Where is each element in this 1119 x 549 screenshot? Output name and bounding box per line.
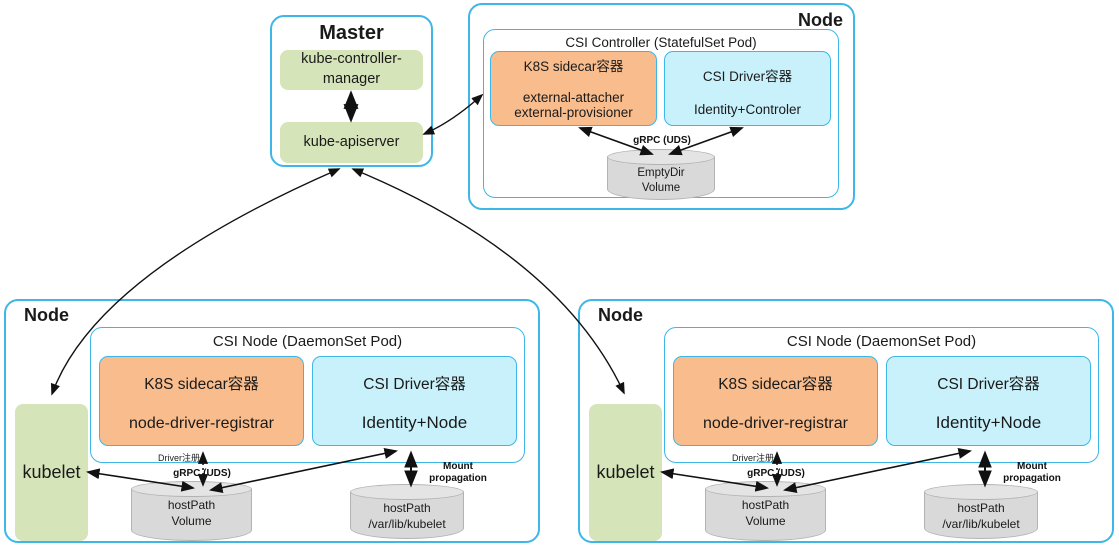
identity-controller-label: Identity+Controler	[694, 102, 801, 117]
emptydir-volume-cylinder: EmptyDir Volume	[607, 149, 715, 200]
controller-driver-box: CSI Driver容器 Identity+Controler	[664, 51, 831, 126]
grpc-uds-label-right: gRPC (UDS)	[747, 468, 805, 479]
hostpath-kubelet-cylinder-right: hostPath /var/lib/kubelet	[924, 484, 1038, 539]
controller-driver-title: CSI Driver容器	[702, 69, 793, 84]
grpc-uds-label-left: gRPC (UDS)	[173, 468, 231, 479]
node-driver-registrar-label-right: node-driver-registrar	[703, 415, 848, 432]
kube-controller-manager-label-line1: kube-controller-	[301, 51, 402, 68]
hostpath-volume-cylinder-right: hostPath Volume	[705, 481, 826, 541]
master-title: Master	[319, 22, 384, 44]
emptydir-label-line1: EmptyDir	[637, 167, 685, 179]
kube-controller-manager-label-line2: manager	[322, 71, 381, 87]
controller-sidecar-title: K8S sidecar容器	[523, 59, 624, 74]
controller-grpc-uds-label: gRPC (UDS)	[633, 135, 691, 146]
node-driver-title-right: CSI Driver容器	[937, 376, 1040, 393]
identity-node-label-left: Identity+Node	[361, 413, 468, 432]
node-sidecar-title-left: K8S sidecar容器	[144, 376, 259, 393]
master-box: Master kube-controller- manager kube-api…	[270, 15, 433, 167]
csi-node-pod-title-right: CSI Node (DaemonSet Pod)	[786, 333, 977, 350]
external-attacher-label: external-attacher	[522, 89, 625, 105]
csi-node-pod-box-right: CSI Node (DaemonSet Pod) K8S sidecar容器 n…	[664, 327, 1099, 463]
csi-controller-pod-title: CSI Controller (StatefulSet Pod)	[565, 35, 757, 50]
csi-node-pod-box-left: CSI Node (DaemonSet Pod) K8S sidecar容器 n…	[90, 327, 525, 463]
csi-controller-pod-box: CSI Controller (StatefulSet Pod) K8S sid…	[483, 29, 839, 198]
kubelet-box-right: kubelet	[589, 404, 662, 541]
node-driver-title-left: CSI Driver容器	[363, 376, 466, 393]
emptydir-label-line2: Volume	[641, 181, 681, 194]
csi-node-pod-title-left: CSI Node (DaemonSet Pod)	[212, 333, 403, 350]
worker-node-left-title: Node	[24, 305, 69, 325]
kubelet-label-left: kubelet	[22, 462, 81, 483]
node-driver-box-right: CSI Driver容器 Identity+Node	[886, 356, 1091, 446]
node-driver-box-left: CSI Driver容器 Identity+Node	[312, 356, 517, 446]
worker-node-right-box: Node kubelet CSI Node (DaemonSet Pod) K8…	[578, 299, 1114, 543]
kubelet-label-right: kubelet	[596, 462, 655, 483]
external-provisioner-label: external-provisioner	[514, 105, 633, 121]
worker-node-left-box: Node kubelet CSI Node (DaemonSet Pod) K8…	[4, 299, 540, 543]
controller-node-box: Node CSI Controller (StatefulSet Pod) K8…	[468, 3, 855, 210]
identity-node-label-right: Identity+Node	[935, 413, 1042, 432]
kube-apiserver-box: kube-apiserver	[280, 122, 423, 163]
kube-apiserver-label: kube-apiserver	[303, 133, 400, 150]
node-sidecar-box-right: K8S sidecar容器 node-driver-registrar	[673, 356, 878, 446]
worker-node-right-title: Node	[598, 305, 643, 325]
node-sidecar-title-right: K8S sidecar容器	[718, 376, 833, 393]
controller-node-title: Node	[798, 10, 843, 30]
driver-register-label-right: Driver注册	[732, 453, 774, 463]
hostpath-kubelet-cylinder-left: hostPath /var/lib/kubelet	[350, 484, 464, 539]
controller-sidecar-box: K8S sidecar容器 external-attacher external…	[490, 51, 657, 126]
mount-propagation-label-right: Mount propagation	[1003, 461, 1061, 484]
node-sidecar-box-left: K8S sidecar容器 node-driver-registrar	[99, 356, 304, 446]
driver-register-label-left: Driver注册	[158, 453, 200, 463]
hostpath-volume-cylinder-left: hostPath Volume	[131, 481, 252, 541]
node-driver-registrar-label-left: node-driver-registrar	[129, 415, 274, 432]
kube-controller-manager-box: kube-controller- manager	[280, 50, 423, 90]
mount-propagation-label-left: Mount propagation	[429, 461, 487, 484]
kubelet-box-left: kubelet	[15, 404, 88, 541]
